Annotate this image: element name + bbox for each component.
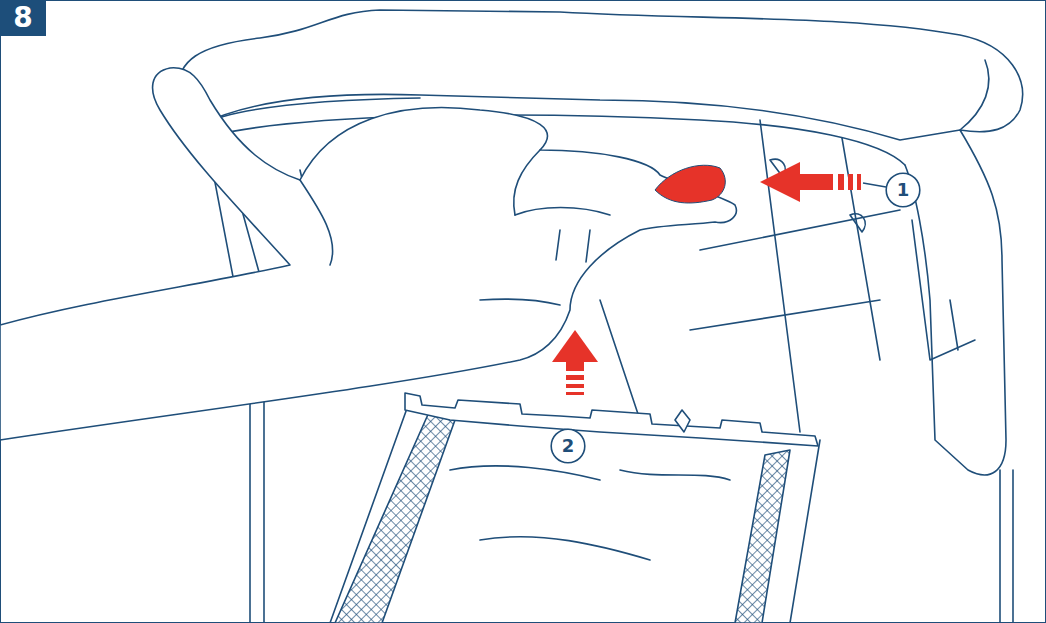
callout-number-text: 2: [562, 437, 575, 455]
seat-drawing: [0, 10, 1023, 623]
step-number-text: 8: [13, 4, 32, 32]
step-number: 8: [0, 0, 46, 36]
release-lever: [655, 165, 725, 203]
callout-number-text: 1: [897, 181, 910, 199]
callout-number: 2: [550, 428, 586, 464]
lift-arrow: [552, 330, 598, 395]
callout-number: 1: [885, 172, 921, 208]
push-arrow: [760, 162, 861, 202]
leader-line: [863, 183, 886, 187]
